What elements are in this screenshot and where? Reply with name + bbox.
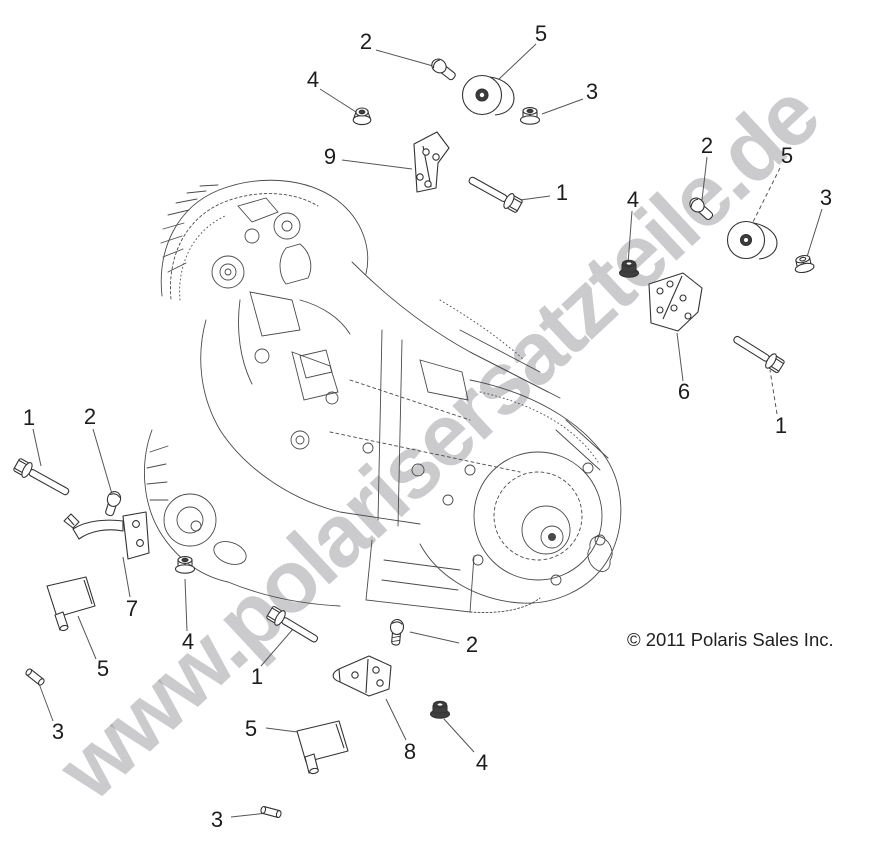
flange-nut-icon	[519, 107, 541, 125]
flange-nut-icon	[352, 107, 372, 126]
flange-nut-icon	[174, 556, 196, 574]
flange-bolt-icon	[266, 606, 319, 643]
flange-nut-icon	[25, 668, 45, 686]
shoulder-screw-icon	[431, 58, 456, 81]
engine-assembly-drawing	[144, 179, 622, 613]
shoulder-screw-icon	[689, 197, 714, 220]
rubber-mount-icon	[726, 220, 778, 260]
mount-bracket-icon	[63, 511, 150, 560]
mount-bracket-icon	[332, 655, 392, 697]
rubber-mount-icon	[461, 74, 515, 116]
rubber-mount-icon	[46, 576, 96, 632]
flange-nut-icon	[429, 700, 451, 719]
mount-bracket-icon	[648, 272, 703, 332]
flange-bolt-icon	[468, 176, 523, 213]
shoulder-screw-icon	[389, 618, 405, 646]
copyright-text: © 2011 Polaris Sales Inc.	[627, 629, 834, 650]
shoulder-screw-icon	[105, 491, 122, 517]
rubber-mount-icon	[296, 720, 349, 775]
callout-leader-lines	[32, 43, 823, 818]
flange-nut-icon	[794, 254, 815, 274]
flange-bolt-icon	[13, 458, 70, 496]
flange-bolt-icon	[733, 335, 785, 374]
flange-nut-icon	[260, 805, 282, 819]
mount-bracket-icon	[413, 131, 450, 193]
flange-nut-icon	[618, 259, 640, 278]
